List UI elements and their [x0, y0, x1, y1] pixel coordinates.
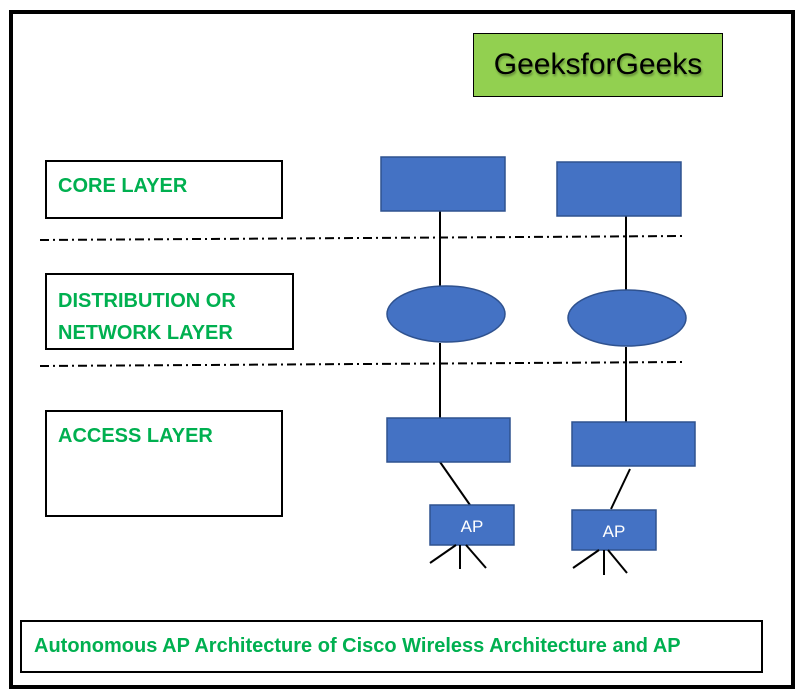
access-point-1-label: AP [461, 517, 484, 536]
caption-text: Autonomous AP Architecture of Cisco Wire… [34, 635, 681, 657]
access-point-1 [429, 504, 515, 546]
access-layer-box: ACCESS LAYER [45, 410, 283, 517]
distribution-layer-label-line2: NETWORK LAYER [58, 322, 233, 344]
access-to-ap-link-2 [610, 468, 631, 510]
core-distribution-separator [39, 235, 686, 241]
brand-logo: GeeksforGeeks [473, 33, 723, 97]
antenna-1-right-icon [465, 544, 487, 569]
distribution-access-separator [39, 361, 686, 367]
distribution-layer-label-line1: DISTRIBUTION OR [58, 290, 236, 312]
access-switch-1 [386, 417, 511, 463]
access-switch-2 [571, 421, 696, 467]
access-point-2 [571, 509, 657, 551]
access-point-2-label: AP [603, 522, 626, 541]
core-switch-2 [556, 161, 682, 217]
distribution-layer-box: DISTRIBUTION OR NETWORK LAYER [45, 273, 294, 350]
diagram-caption: Autonomous AP Architecture of Cisco Wire… [20, 620, 763, 673]
distribution-router-2 [567, 289, 687, 347]
access-layer-label: ACCESS LAYER [58, 425, 213, 447]
access-to-ap-link-1 [439, 461, 471, 506]
core-layer-label: CORE LAYER [58, 175, 188, 197]
core-layer-box: CORE LAYER [45, 160, 283, 219]
antenna-2-right-icon [607, 549, 628, 574]
distribution-router-1 [386, 285, 506, 343]
outer-frame [9, 10, 795, 689]
antenna-1-left-icon [429, 544, 457, 564]
antenna-2-left-icon [572, 549, 600, 569]
core-switch-1 [380, 156, 506, 212]
